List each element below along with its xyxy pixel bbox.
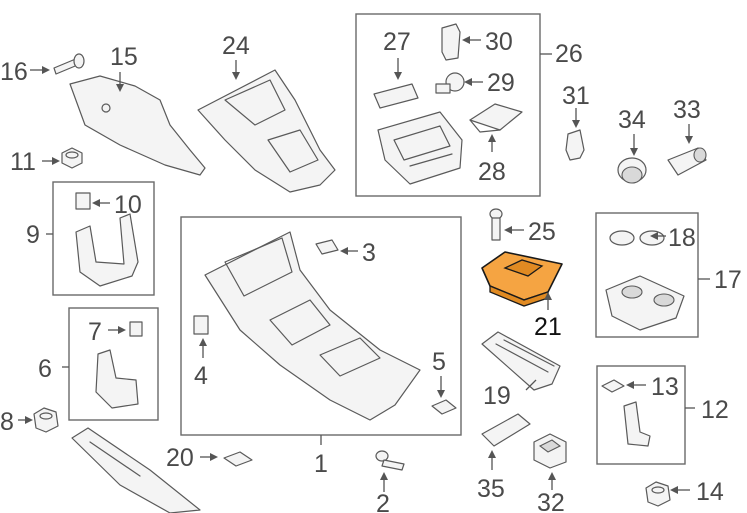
callout-3: 3 xyxy=(362,239,376,267)
part-1-center-console[interactable] xyxy=(204,231,421,421)
part-13-pad[interactable] xyxy=(601,379,625,393)
callout-11: 11 xyxy=(10,148,36,176)
arrow-35 xyxy=(488,450,496,458)
callout-26: 26 xyxy=(555,40,583,68)
arrow-5 xyxy=(437,390,445,398)
group-box-17 xyxy=(595,212,699,338)
arrow-3 xyxy=(340,247,348,255)
callout-12: 12 xyxy=(701,396,729,424)
part-30-clip[interactable] xyxy=(441,23,461,61)
arrow-27 xyxy=(394,72,402,80)
arrow-10 xyxy=(92,199,100,207)
callout-4: 4 xyxy=(194,362,208,390)
part-26-control-unit[interactable] xyxy=(377,111,463,185)
arrow-21 xyxy=(544,292,552,300)
arrow-2 xyxy=(380,472,388,480)
leader-19 xyxy=(525,379,537,391)
arrow-11 xyxy=(52,157,60,165)
part-28-bracket[interactable] xyxy=(469,103,523,133)
group-box-6 xyxy=(68,307,159,421)
callout-10: 10 xyxy=(114,191,142,219)
callout-5: 5 xyxy=(432,348,446,376)
part-8-nut[interactable] xyxy=(33,407,59,433)
part-19-mat[interactable] xyxy=(481,331,561,391)
arrow-28 xyxy=(488,134,496,142)
group-box-26 xyxy=(355,13,541,197)
arrow-34 xyxy=(630,148,638,156)
part-35-switch[interactable] xyxy=(481,413,531,447)
part-27-switch-panel[interactable] xyxy=(373,83,419,109)
part-10-pad[interactable] xyxy=(75,192,91,210)
callout-33: 33 xyxy=(673,96,701,124)
part-11-nut[interactable] xyxy=(61,147,83,169)
arrow-7 xyxy=(118,326,126,334)
group-box-9 xyxy=(52,181,155,296)
part-31-clip[interactable] xyxy=(565,129,585,161)
arrow-33 xyxy=(685,136,693,144)
part-3-clip[interactable] xyxy=(315,239,339,255)
part-15-side-trim[interactable] xyxy=(69,75,206,176)
arrow-16 xyxy=(42,66,50,74)
callout-34: 34 xyxy=(618,106,646,134)
part-9-bracket[interactable] xyxy=(75,213,139,287)
callout-15: 15 xyxy=(110,43,138,71)
part-2-bolt[interactable] xyxy=(375,450,405,471)
callout-27: 27 xyxy=(383,28,411,56)
callout-28: 28 xyxy=(478,158,506,186)
part-29-plug[interactable] xyxy=(435,72,465,94)
part-5-pad[interactable] xyxy=(431,399,457,415)
callout-7: 7 xyxy=(88,318,102,346)
part-25-bolt[interactable] xyxy=(489,208,503,241)
arrow-14 xyxy=(670,486,678,494)
callout-18: 18 xyxy=(668,224,696,252)
part-32-switch[interactable] xyxy=(533,433,567,469)
part-4-pad[interactable] xyxy=(193,315,209,335)
arrow-32 xyxy=(548,472,556,480)
part-20-pad[interactable] xyxy=(223,451,253,467)
callout-9: 9 xyxy=(26,221,40,249)
callout-19: 19 xyxy=(483,382,511,410)
arrow-24 xyxy=(232,72,240,80)
callout-21: 21 xyxy=(534,313,562,341)
arrow-20 xyxy=(210,453,218,461)
callout-1: 1 xyxy=(314,450,328,478)
callout-13: 13 xyxy=(651,373,679,401)
arrow-4 xyxy=(199,338,207,346)
arrow-13 xyxy=(626,381,634,389)
part-12-bracket[interactable] xyxy=(623,401,651,447)
callout-16: 16 xyxy=(0,58,28,86)
callout-35: 35 xyxy=(477,475,505,503)
callout-31: 31 xyxy=(562,82,590,110)
part-33-power-outlet[interactable] xyxy=(667,147,707,176)
callout-30: 30 xyxy=(485,28,513,56)
callout-6: 6 xyxy=(38,355,52,383)
callout-32: 32 xyxy=(537,489,565,513)
callout-14: 14 xyxy=(696,478,724,506)
part-side-rail[interactable] xyxy=(71,427,201,513)
part-24-shift-bezel[interactable] xyxy=(197,69,336,193)
part-14-nut[interactable] xyxy=(645,481,671,507)
arrow-15 xyxy=(116,84,124,92)
part-16-bolt[interactable] xyxy=(53,53,85,75)
arrow-30 xyxy=(462,36,470,44)
part-34-socket-ring[interactable] xyxy=(617,157,647,184)
callout-17: 17 xyxy=(714,266,742,294)
part-6-bracket[interactable] xyxy=(95,349,139,409)
arrow-31 xyxy=(572,120,580,128)
callout-2: 2 xyxy=(376,490,390,513)
callout-29: 29 xyxy=(487,69,515,97)
part-7-pad[interactable] xyxy=(129,321,143,337)
callout-25: 25 xyxy=(528,218,556,246)
arrow-25 xyxy=(504,226,512,234)
callout-20: 20 xyxy=(166,444,194,472)
group-box-12 xyxy=(596,365,686,465)
arrow-18 xyxy=(650,232,658,240)
callout-24: 24 xyxy=(222,32,250,60)
arrow-29 xyxy=(464,78,472,86)
callout-8: 8 xyxy=(0,408,14,436)
part-21-console-tray[interactable] xyxy=(481,251,563,307)
part-17-cup-holder[interactable] xyxy=(605,275,685,331)
arrow-8 xyxy=(25,416,33,424)
